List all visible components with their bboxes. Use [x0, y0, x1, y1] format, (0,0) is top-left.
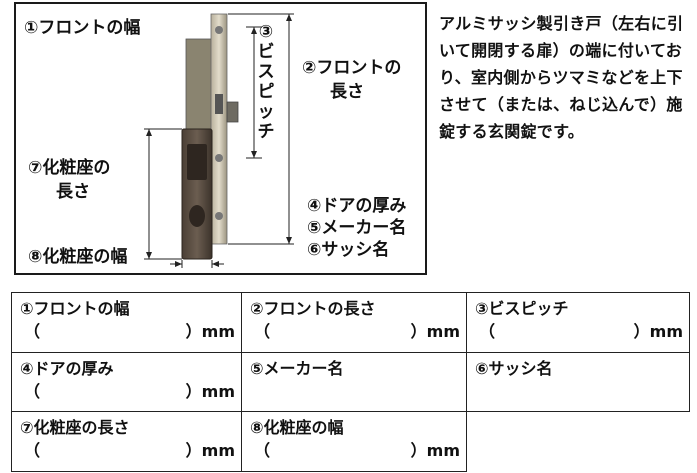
form-cell-screw-pitch[interactable]: ③ビスピッチ （）mm	[466, 292, 690, 353]
form-cell-sash-name[interactable]: ⑥サッシ名	[466, 351, 690, 413]
label-sash-name: ⑥サッシ名	[307, 240, 390, 260]
label-front-width: ①フロントの幅	[24, 18, 141, 38]
label-escutcheon-length-line2: 長さ	[56, 182, 90, 202]
form-cell-maker-name[interactable]: ⑤メーカー名	[241, 351, 467, 413]
label-escutcheon-width: ⑧化粧座の幅	[28, 247, 128, 267]
label-escutcheon-length-line1: ⑦化粧座の	[28, 158, 111, 178]
form-cell-front-length[interactable]: ②フロントの長さ （）mm	[241, 292, 467, 353]
label-maker-name: ⑤メーカー名	[307, 218, 407, 238]
label-screw-pitch: ビスピッチ	[257, 42, 275, 142]
measurement-form-table: ①フロントの幅 （）mm ②フロントの長さ （）mm ③ビスピッチ （）mm ④…	[11, 292, 690, 472]
table-row: ⑦化粧座の長さ （）mm ⑧化粧座の幅 （）mm	[11, 411, 690, 472]
table-row: ④ドアの厚み （）mm ⑤メーカー名 ⑥サッシ名	[11, 351, 690, 413]
sash-lock-illustration	[144, 13, 294, 268]
form-cell-front-width[interactable]: ①フロントの幅 （）mm	[11, 292, 242, 353]
form-cell-door-thickness[interactable]: ④ドアの厚み （）mm	[11, 351, 242, 413]
label-front-length-line2: 長さ	[330, 82, 364, 102]
label-front-length-line1: ②フロントの	[302, 58, 402, 78]
label-screw-pitch-number: ③	[258, 22, 274, 42]
form-cell-escutcheon-width[interactable]: ⑧化粧座の幅 （）mm	[241, 411, 467, 472]
lock-diagram-figure: ①フロントの幅	[14, 2, 427, 275]
label-door-thickness: ④ドアの厚み	[307, 196, 407, 216]
lock-description: アルミサッシ製引き戸（左右に引いて開閉する扉）の端に付いており、室内側からツマミ…	[439, 14, 684, 141]
form-cell-empty	[466, 411, 690, 472]
table-row: ①フロントの幅 （）mm ②フロントの長さ （）mm ③ビスピッチ （）mm	[11, 292, 690, 353]
form-cell-escutcheon-length[interactable]: ⑦化粧座の長さ （）mm	[11, 411, 242, 472]
